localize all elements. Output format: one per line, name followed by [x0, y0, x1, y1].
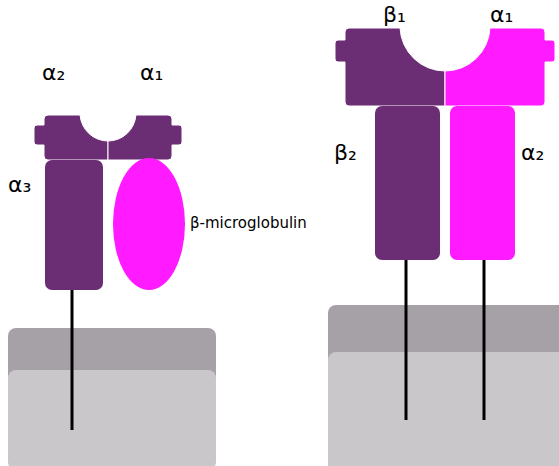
domain-label: β-microglobulin — [190, 214, 307, 232]
domain-label: α₃ — [8, 172, 31, 198]
domain-label: α₁ — [490, 2, 513, 28]
microglobulin-domain: β-microglobulin — [113, 158, 185, 290]
domain-shape — [450, 106, 515, 260]
immunoglobulin-domain: α₂ — [450, 106, 515, 260]
immunoglobulin-domain-outline — [45, 160, 103, 290]
binding-domain: α₁ — [108, 105, 182, 160]
binding-domain: α₂ — [34, 105, 108, 160]
domain-label: β₂ — [334, 140, 357, 166]
transmembrane-stalk — [405, 259, 408, 420]
immunoglobulin-domain-outline — [375, 106, 440, 260]
microglobulin-domain-outline — [113, 158, 185, 290]
binding-domain-outline — [34, 105, 108, 160]
binding-domain: β₁ — [335, 18, 445, 106]
binding-domain: α₁ — [445, 18, 555, 106]
membrane-layer — [328, 352, 559, 466]
immunoglobulin-domain: β₂ — [375, 106, 440, 260]
domain-label: α₂ — [42, 60, 65, 86]
membrane-layer — [328, 305, 559, 466]
immunoglobulin-domain-outline — [450, 106, 515, 260]
binding-domain-outline — [445, 18, 555, 106]
binding-domain-outline — [335, 18, 445, 106]
domain-label: α₁ — [140, 60, 163, 86]
transmembrane-stalk — [483, 259, 486, 420]
domain-shape — [108, 115, 182, 160]
binding-domain-outline — [108, 105, 182, 160]
domain-shape — [113, 158, 185, 290]
domain-shape — [335, 28, 445, 106]
domain-shape — [445, 28, 555, 106]
membrane-layer — [8, 370, 216, 466]
domain-shape — [45, 160, 103, 290]
domain-label: β₁ — [383, 2, 406, 28]
domain-shape — [375, 106, 440, 260]
transmembrane-stalk — [71, 288, 74, 430]
domain-label: α₂ — [521, 140, 544, 166]
immunoglobulin-domain: α₃ — [45, 160, 103, 290]
domain-shape — [34, 115, 108, 160]
